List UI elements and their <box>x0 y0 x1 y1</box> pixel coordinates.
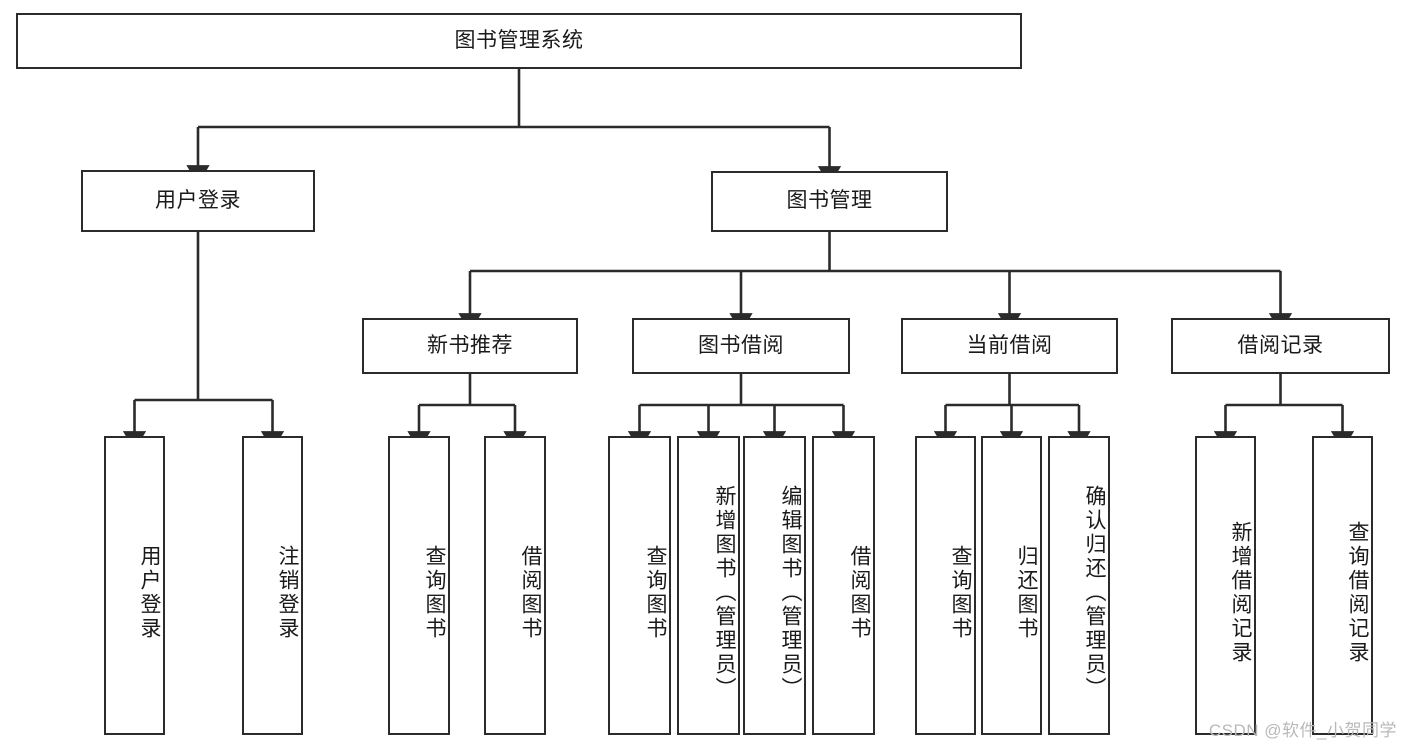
node-label: 图书借阅 <box>698 333 784 357</box>
node-user-login[interactable]: 用户登录 <box>81 170 315 232</box>
node-label: 归还图书 <box>1015 544 1038 641</box>
node-leaf-add-record[interactable]: 新增借阅记录 <box>1195 436 1256 735</box>
node-label: 用户登录 <box>155 188 241 212</box>
node-borrow-record[interactable]: 借阅记录 <box>1171 318 1390 374</box>
node-label: 查询图书 <box>423 544 446 641</box>
node-label: 查询图书 <box>644 544 667 641</box>
node-label: 当前借阅 <box>966 333 1053 357</box>
node-leaf-return-book[interactable]: 归还图书 <box>981 436 1042 735</box>
node-label: 查询图书 <box>949 544 972 641</box>
node-leaf-query-book-1[interactable]: 查询图书 <box>388 436 450 735</box>
node-label: 借阅图书 <box>519 544 542 641</box>
node-label: 查询借阅记录 <box>1346 520 1369 665</box>
node-label: 编辑图书（管理员） <box>779 484 802 701</box>
node-leaf-borrow-book-1[interactable]: 借阅图书 <box>484 436 546 735</box>
node-label: 图书管理系统 <box>454 28 584 52</box>
node-label: 新书推荐 <box>427 333 513 357</box>
node-label: 用户登录 <box>138 544 161 641</box>
node-new-book-rec[interactable]: 新书推荐 <box>362 318 578 374</box>
node-label: 新增借阅记录 <box>1229 520 1252 665</box>
node-leaf-query-book-3[interactable]: 查询图书 <box>915 436 976 735</box>
node-leaf-edit-book[interactable]: 编辑图书（管理员） <box>743 436 806 735</box>
node-book-manage[interactable]: 图书管理 <box>711 171 948 232</box>
node-label: 新增图书（管理员） <box>713 484 736 701</box>
node-label: 借阅记录 <box>1237 333 1324 357</box>
node-label: 图书管理 <box>786 189 873 213</box>
node-label: 注销登录 <box>276 544 299 641</box>
node-label: 借阅图书 <box>848 544 871 641</box>
node-leaf-add-book[interactable]: 新增图书（管理员） <box>677 436 740 735</box>
node-leaf-query-record[interactable]: 查询借阅记录 <box>1312 436 1373 735</box>
node-leaf-user-login[interactable]: 用户登录 <box>104 436 165 735</box>
node-leaf-confirm-return[interactable]: 确认归还（管理员） <box>1048 436 1110 735</box>
node-leaf-borrow-book-2[interactable]: 借阅图书 <box>812 436 875 735</box>
node-root[interactable]: 图书管理系统 <box>16 13 1022 69</box>
csdn-watermark: CSDN @软件_小贺同学 <box>1208 721 1397 740</box>
node-leaf-query-book-2[interactable]: 查询图书 <box>608 436 671 735</box>
node-label: 确认归还（管理员） <box>1083 484 1106 701</box>
node-book-borrow[interactable]: 图书借阅 <box>632 318 850 374</box>
node-leaf-logout[interactable]: 注销登录 <box>242 436 303 735</box>
node-current-borrow[interactable]: 当前借阅 <box>901 318 1118 374</box>
